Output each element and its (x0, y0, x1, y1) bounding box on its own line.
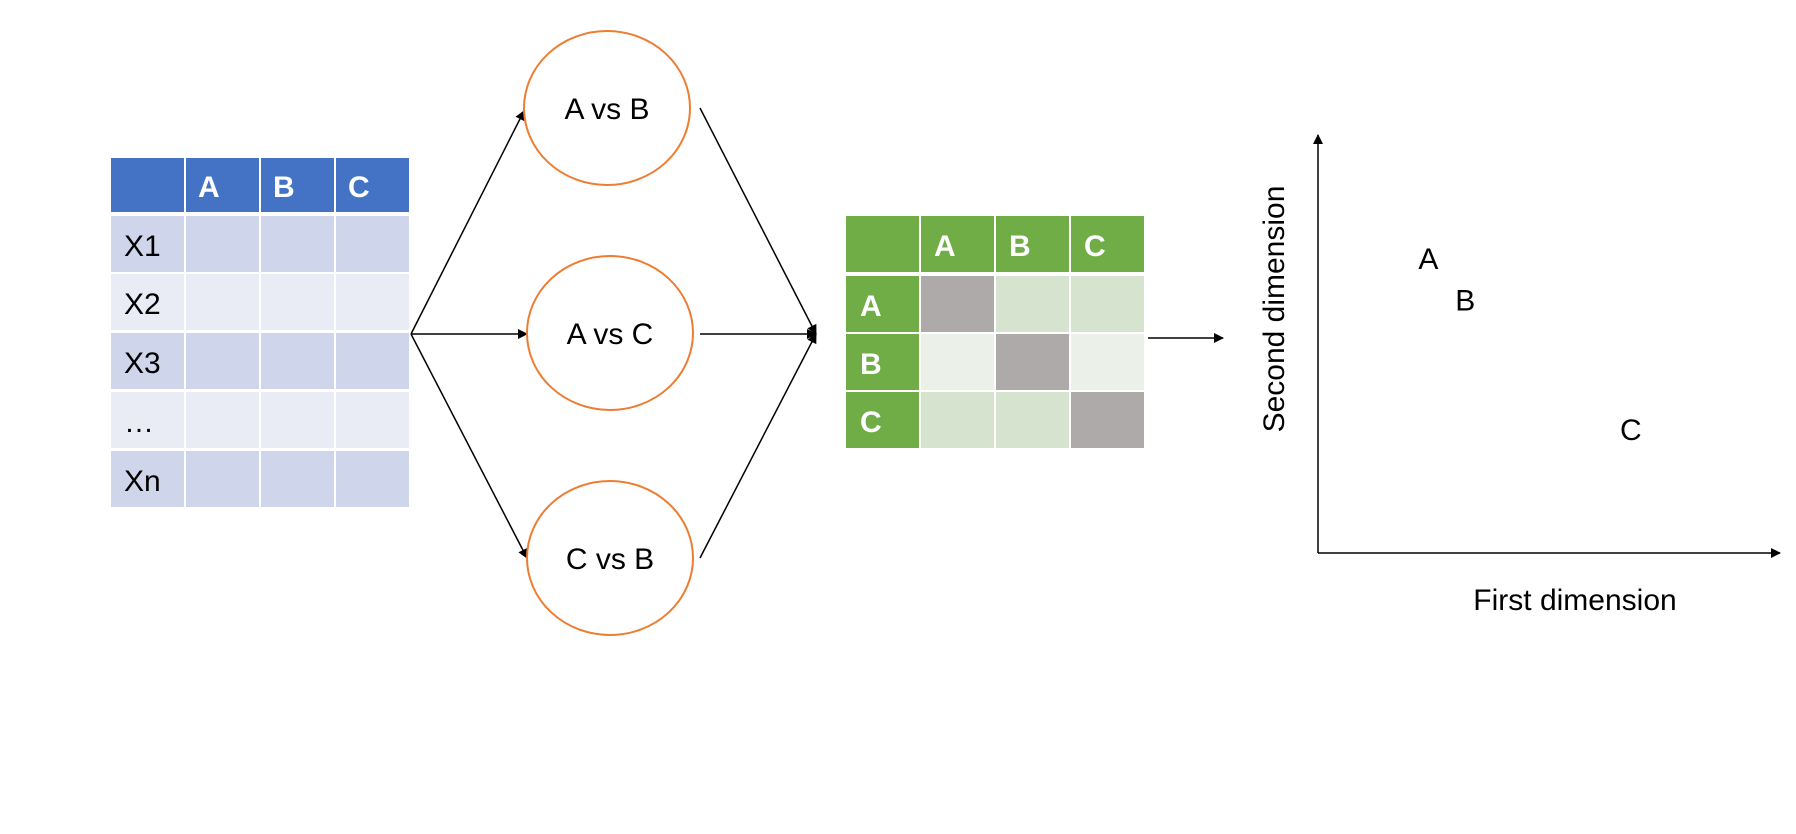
plot-point-label: C (1620, 414, 1642, 447)
matrix-diagonal-cell (921, 276, 994, 332)
data-table-row-label: Xn (124, 465, 161, 498)
distance-matrix: A B C A B C (846, 216, 1144, 448)
data-table-row: X3 (111, 333, 409, 389)
matrix-column-header: A (934, 230, 956, 263)
matrix-diagonal-cell (1071, 392, 1144, 448)
matrix-row: B (846, 334, 1144, 390)
fan-in-arrows (699, 107, 817, 559)
x-axis-label: First dimension (1473, 584, 1676, 617)
arrow-from-c-vs-b (699, 333, 817, 559)
data-table-column-header: C (348, 171, 370, 204)
data-table-header-corner (111, 158, 184, 212)
fan-out-arrows (410, 110, 528, 559)
matrix-column-header: B (1009, 230, 1031, 263)
matrix-row-header: C (860, 406, 882, 439)
comparison-label: C vs B (566, 543, 654, 576)
data-table-header-cell (261, 158, 334, 212)
matrix-row: C (846, 392, 1144, 448)
comparison-node: A vs C (526, 255, 694, 411)
comparison-node: A vs B (523, 30, 691, 186)
y-axis-label: Second dimension (1258, 186, 1291, 433)
matrix-row-header: B (860, 348, 882, 381)
data-table-column-header: B (273, 171, 295, 204)
data-table-row-label: … (124, 406, 154, 439)
plot-point-label: A (1418, 243, 1438, 276)
matrix-diagonal-cell (996, 334, 1069, 390)
matrix-header-cell (921, 216, 994, 272)
matrix-header-cell (1071, 216, 1144, 272)
ordination-plot: Second dimension First dimension AB C (1258, 134, 1781, 617)
matrix-header-cell (996, 216, 1069, 272)
matrix-row: A (846, 276, 1144, 332)
data-table-row-label: X1 (124, 230, 161, 263)
data-table: A B C X1 X2 X3 (111, 158, 409, 507)
arrow-to-c-vs-b (410, 333, 528, 559)
matrix-column-header: C (1084, 230, 1106, 263)
data-table-column-header: A (198, 171, 220, 204)
arrow-from-a-vs-b (699, 107, 817, 335)
data-table-row-label: X3 (124, 347, 161, 380)
data-table-header-cell (186, 158, 259, 212)
comparison-label: A vs B (564, 93, 649, 126)
arrow-to-a-vs-b (410, 110, 525, 335)
plot-point-label: B (1455, 285, 1475, 318)
comparison-label: A vs C (567, 318, 654, 351)
matrix-row-header: A (860, 290, 882, 323)
data-table-header-cell (336, 158, 409, 212)
data-table-row: … (111, 392, 409, 448)
comparison-node: C vs B (526, 480, 694, 636)
data-table-row: X1 (111, 216, 409, 272)
matrix-header-corner (846, 216, 919, 272)
data-table-row-label: X2 (124, 288, 161, 321)
data-table-row: X2 (111, 274, 409, 330)
data-table-row: Xn (111, 451, 409, 507)
